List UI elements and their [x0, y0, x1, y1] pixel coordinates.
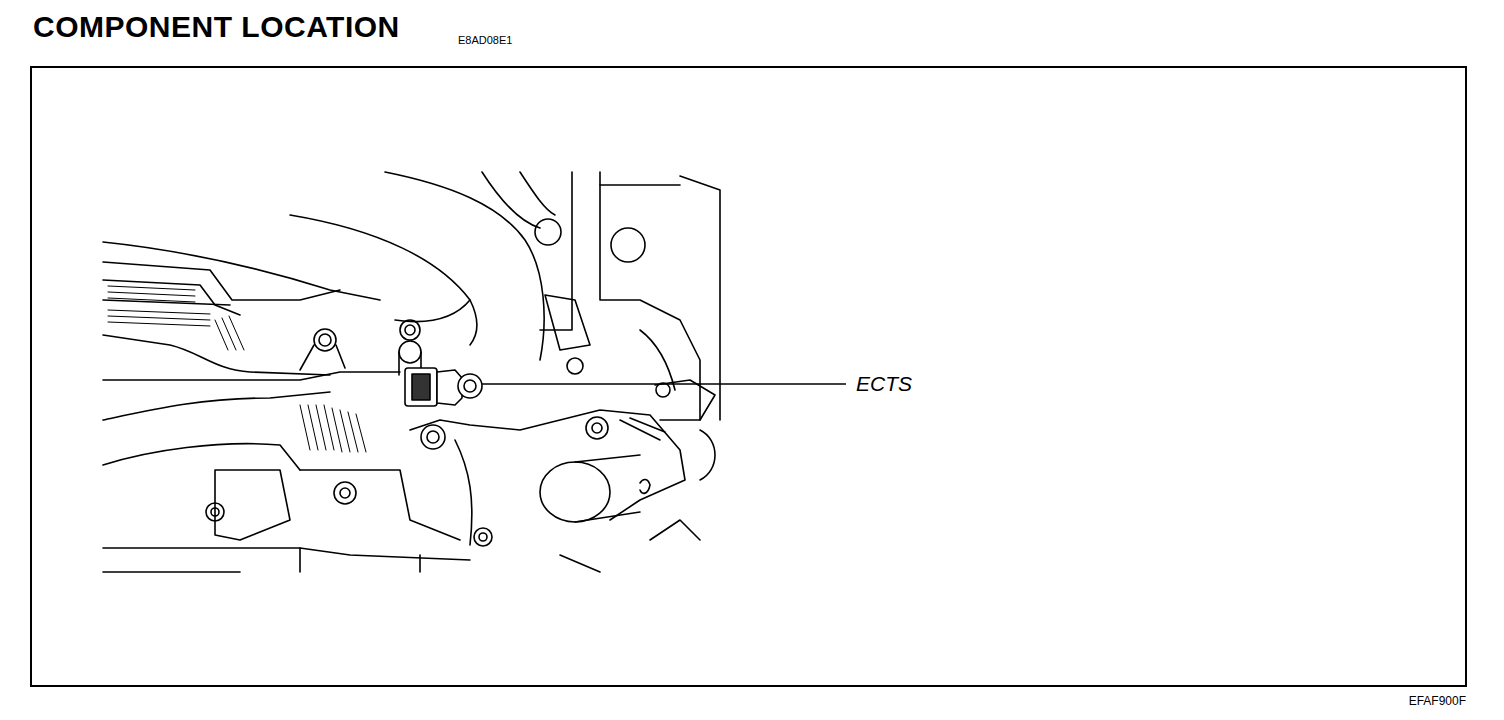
figure-reference: EFAF900F — [1409, 695, 1466, 708]
leader-line — [482, 383, 846, 385]
page-title: COMPONENT LOCATION — [33, 10, 400, 43]
figure-code: E8AD08E1 — [458, 34, 512, 46]
frame-border — [31, 67, 1466, 686]
engine-drawing — [103, 172, 720, 572]
part-label: ECTS — [854, 372, 914, 395]
